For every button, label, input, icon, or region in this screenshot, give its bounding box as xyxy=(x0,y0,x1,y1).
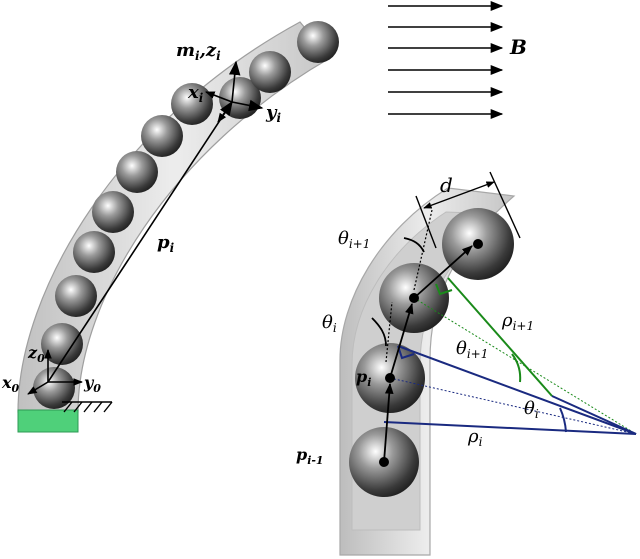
label-p-im1: pi-1 xyxy=(296,445,324,467)
right-detail: d θi+1 θi pi pi-1 ρi+1 θi+1 θi ρi xyxy=(296,171,637,556)
ball xyxy=(33,367,75,409)
left-base-green xyxy=(17,409,79,433)
base-frame xyxy=(27,100,233,395)
label-d: d xyxy=(440,173,453,197)
ball xyxy=(92,191,134,233)
d-dimension xyxy=(415,171,521,249)
ball xyxy=(116,151,158,193)
joint-dot xyxy=(385,373,395,383)
joint-dot xyxy=(473,239,483,249)
label-y-0: y0 xyxy=(83,373,101,395)
rho-i-line-upper xyxy=(397,345,637,435)
magnetic-field xyxy=(388,0,504,120)
ball xyxy=(141,115,183,157)
theta-ip1-arc xyxy=(511,353,522,383)
local-frame-i xyxy=(205,60,264,123)
label-theta-i: θi xyxy=(322,312,337,335)
ball xyxy=(55,275,97,317)
ball xyxy=(73,231,115,273)
ball xyxy=(249,51,291,93)
joint-dot xyxy=(379,457,389,467)
right-angle-mark xyxy=(435,283,453,296)
label-x-0: x0 xyxy=(1,373,20,395)
label-x-i: xi xyxy=(187,82,204,105)
rho-ip1-line xyxy=(447,277,553,397)
joint-vectors xyxy=(371,237,473,463)
label-p-i: pi xyxy=(157,232,175,255)
label-y-i: yi xyxy=(265,102,281,125)
left-robot: mi,zi xi yi pi z0 x0 y0 xyxy=(1,21,339,433)
label-m-z: mi,zi xyxy=(176,40,221,63)
right-angle-mark xyxy=(397,345,415,360)
label-theta-ip1-angle: θi+1 xyxy=(456,338,488,361)
rho-i-line xyxy=(383,421,637,435)
ball xyxy=(171,83,213,125)
joint-dot xyxy=(409,293,419,303)
rho-ip1-line-to-center xyxy=(551,395,637,435)
left-balls xyxy=(33,21,339,409)
label-B: B xyxy=(509,35,527,59)
label-theta-ip1: θi+1 xyxy=(338,228,370,251)
ground-hatch xyxy=(62,401,113,413)
label-p-i-right: pi xyxy=(356,367,371,389)
label-rho-i: ρi xyxy=(467,426,483,449)
theta-i-arc xyxy=(559,407,567,433)
ball xyxy=(297,21,339,63)
label-z-0: z0 xyxy=(27,343,45,365)
label-theta-i-angle: θi xyxy=(524,398,539,421)
label-rho-ip1: ρi+1 xyxy=(501,310,534,333)
